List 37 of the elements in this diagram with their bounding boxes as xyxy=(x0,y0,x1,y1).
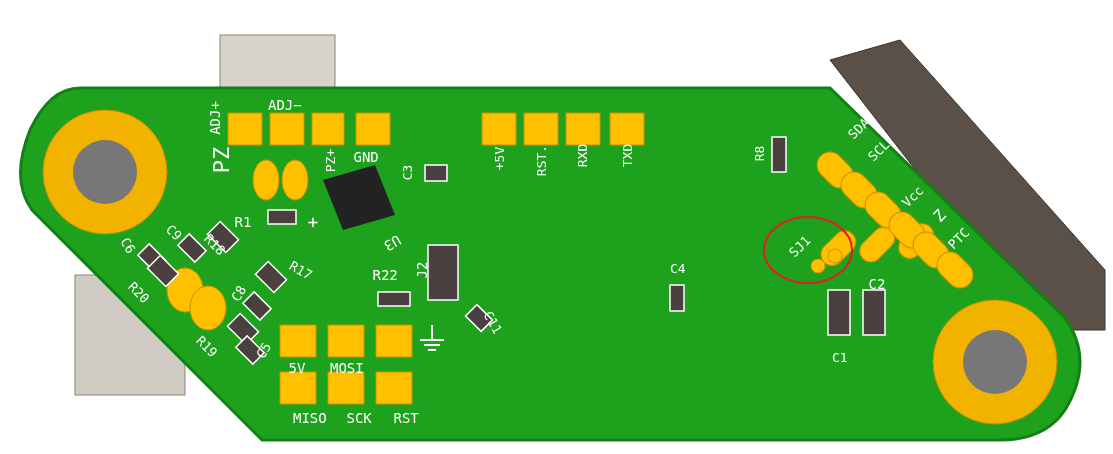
silkscreen-label: RXD xyxy=(575,143,589,167)
silkscreen-label: MISO xyxy=(293,411,327,425)
silkscreen-label: C8 xyxy=(229,282,249,304)
silkscreen-label: R20 xyxy=(125,279,152,305)
silkscreen-label: R8 xyxy=(753,145,767,161)
silkscreen-label: +5V xyxy=(492,146,506,170)
silkscreen-label: GND xyxy=(353,150,379,164)
silkscreen-label: RST xyxy=(393,411,419,425)
silkscreen-label: C2 xyxy=(868,277,886,291)
silkscreen-label: C6 xyxy=(118,234,138,256)
silkscreen-label: C11 xyxy=(480,308,504,336)
silkscreen-label: C1 xyxy=(832,350,848,364)
silkscreen-label: + xyxy=(307,213,319,231)
silkscreen-label: C4 xyxy=(670,261,686,275)
silkscreen-label: PTC xyxy=(945,225,972,251)
silkscreen-label: C9 xyxy=(163,221,184,243)
silkscreen-label: U3 xyxy=(381,232,403,254)
silkscreen-label: R17 xyxy=(286,258,314,282)
silkscreen-label: Z xyxy=(930,206,949,226)
silkscreen-label: R1 xyxy=(234,215,252,229)
silkscreen-label: RST. xyxy=(534,144,548,176)
silkscreen-label: SJ1 xyxy=(786,233,813,259)
silkscreen-label: SCK xyxy=(346,411,372,425)
silkscreen-label: 5V xyxy=(288,361,306,375)
silkscreen-label: C5 xyxy=(254,339,274,361)
silkscreen-label: R22 xyxy=(372,268,398,282)
silkscreen-label: TXD xyxy=(620,143,634,167)
silkscreen-label: Vcc xyxy=(899,183,926,209)
silkscreen-label: J2 xyxy=(414,261,429,279)
silkscreen-label: R19 xyxy=(193,333,220,359)
silkscreen-label: PZ xyxy=(210,146,233,174)
silkscreen-label: ADJ+ xyxy=(207,101,222,135)
silkscreen-label: C3 xyxy=(401,164,415,180)
silkscreen-label: ADJ− xyxy=(268,98,302,112)
silkscreen-label: PZ+ xyxy=(323,148,337,172)
silkscreen-label: R18 xyxy=(201,231,228,257)
silkscreen-label: MOSI xyxy=(330,361,364,375)
